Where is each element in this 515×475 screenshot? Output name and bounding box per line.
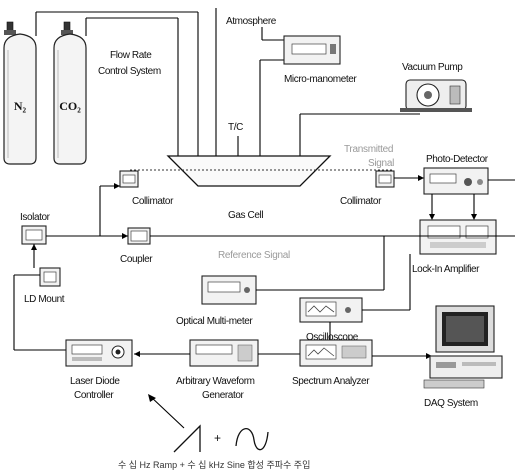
micro-manometer-label: Micro-manometer xyxy=(284,74,357,85)
spectrum-analyzer-label: Spectrum Analyzer xyxy=(292,376,370,387)
optical-multimeter-label: Optical Multi-meter xyxy=(176,316,253,327)
atmosphere-label: Atmosphere xyxy=(226,16,277,27)
gas-cell xyxy=(166,155,332,187)
photo-detector-device xyxy=(423,167,489,195)
transmitted-label-line2: Signal xyxy=(368,158,394,169)
vacuum-pump-label: Vacuum Pump xyxy=(402,62,463,73)
coupler-device xyxy=(127,227,151,245)
sine-waveform-icon xyxy=(235,428,269,451)
reference-signal-label: Reference Signal xyxy=(218,250,290,261)
ld-mount-device xyxy=(39,267,61,287)
oscilloscope-label: Oscilloscope xyxy=(306,332,359,343)
collimator-right-label: Collimator xyxy=(340,196,382,207)
laser-diode-label-line1: Laser Diode xyxy=(70,376,120,387)
arbitrary-label-line1: Arbitrary Waveform xyxy=(176,376,255,387)
ramp-waveform-icon xyxy=(173,424,201,453)
coupler-label: Coupler xyxy=(120,254,153,265)
arbitrary-waveform-generator-device xyxy=(189,339,259,367)
isolator-device xyxy=(21,225,47,245)
gas-cell-label: Gas Cell xyxy=(228,210,263,221)
lock-in-amplifier-label: Lock-In Amplifier xyxy=(412,264,480,275)
co2-cylinder: CO₂ xyxy=(53,21,87,165)
daq-system-device xyxy=(423,305,503,389)
n2-label: N₂ xyxy=(14,99,27,113)
lock-in-amplifier-device xyxy=(419,219,497,255)
daq-system-label: DAQ System xyxy=(424,398,478,409)
laser-diode-controller-device xyxy=(65,339,133,367)
collimator-left-device xyxy=(119,170,139,188)
n2-cylinder: N₂ xyxy=(3,21,37,165)
ld-mount-label: LD Mount xyxy=(24,294,65,305)
photo-detector-label: Photo-Detector xyxy=(426,154,489,165)
collimator-left-label: Collimator xyxy=(132,196,174,207)
transmitted-label-line1: Transmitted xyxy=(344,144,393,155)
arbitrary-label-line2: Generator xyxy=(202,390,244,401)
laser-diode-label-line2: Controller xyxy=(74,390,114,401)
spectrum-analyzer-device xyxy=(299,339,373,367)
flow-rate-label-line2: Control System xyxy=(98,66,161,77)
co2-label: CO₂ xyxy=(59,99,81,113)
oscilloscope-device xyxy=(299,297,363,323)
bottom-caption: 수 십 Hz Ramp + 수 십 kHz Sine 합성 주파수 주입 xyxy=(118,459,310,470)
plus-sign: + xyxy=(214,431,221,445)
optical-multimeter-device xyxy=(201,275,257,305)
micro-manometer-device xyxy=(283,35,341,65)
isolator-label: Isolator xyxy=(20,212,51,223)
collimator-right-device xyxy=(375,170,395,188)
thermocouple-label: T/C xyxy=(228,122,243,133)
flow-rate-label-line1: Flow Rate xyxy=(110,50,152,61)
vacuum-pump-device xyxy=(400,79,472,112)
